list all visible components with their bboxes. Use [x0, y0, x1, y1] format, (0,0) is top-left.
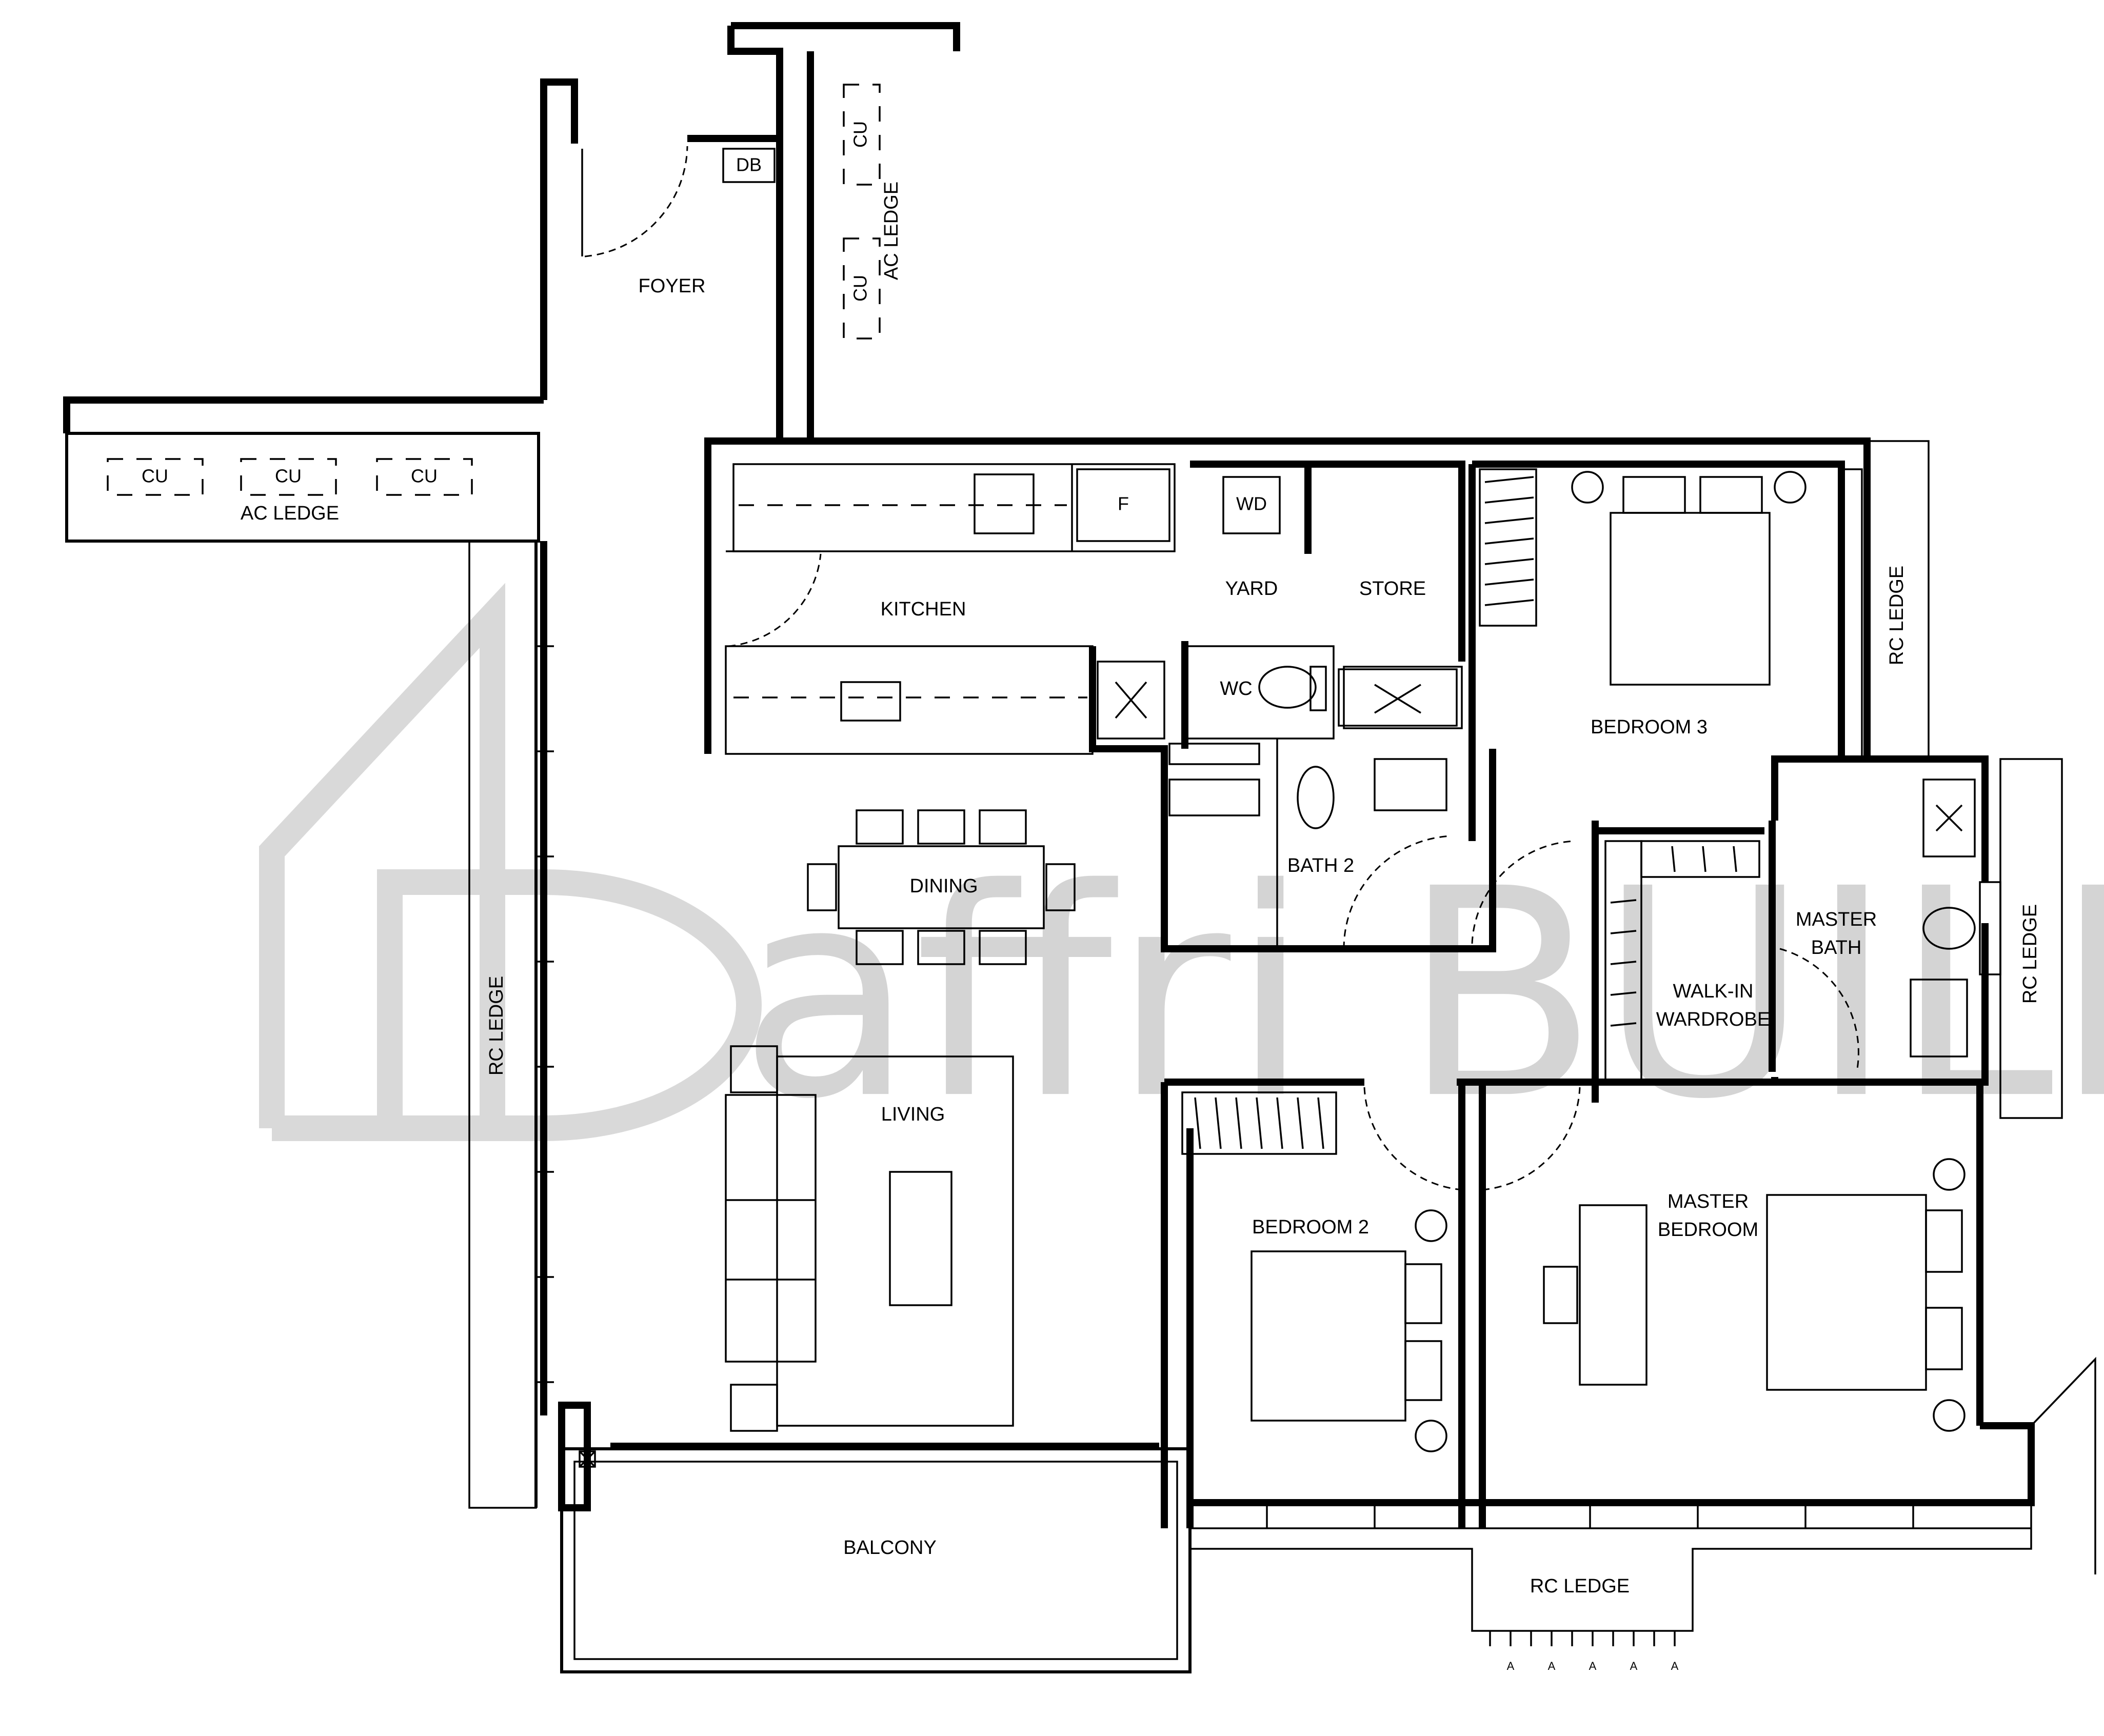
cu-label-top-1: CU: [850, 121, 871, 148]
shaft-wc-side: [1338, 668, 1458, 727]
master-bath-toilet: [1922, 907, 1976, 950]
walkin-shelves: [1604, 840, 1642, 1083]
label-rc-ledge-bottom: RC LEDGE: [1530, 1575, 1630, 1597]
label-bedroom-3: BEDROOM 3: [1591, 716, 1708, 738]
label-master-bath-2: BATH: [1811, 937, 1862, 959]
svg-text:A: A: [1507, 1660, 1515, 1672]
label-walkin-2: WARDROBE: [1656, 1009, 1770, 1030]
svg-text:A: A: [1548, 1660, 1556, 1672]
room-labels: FOYER KITCHEN YARD STORE WC BEDROOM 3 BA…: [639, 275, 1877, 1559]
db-box: [722, 148, 776, 183]
study-chair: [1543, 1266, 1578, 1324]
bedroom2-hangers: [1194, 1097, 1324, 1149]
walkin-hangers: [1610, 846, 1737, 1027]
stove: [974, 473, 1035, 534]
shaft-master-bath: [1922, 779, 1976, 857]
dining-chairs: [807, 809, 1076, 965]
sofa: [725, 1094, 817, 1363]
cu-unit-top-2: [843, 237, 881, 340]
svg-text:A: A: [1589, 1660, 1597, 1672]
label-foyer: FOYER: [639, 275, 706, 297]
label-rc-ledge-right-lower: RC LEDGE: [2019, 904, 2041, 1004]
label-master-bath-1: MASTER: [1796, 909, 1877, 930]
side-table-top: [730, 1045, 778, 1093]
cu-unit-left-1: [107, 458, 204, 496]
bedroom3-hangers: [1484, 476, 1534, 606]
dining-table: [838, 845, 1045, 929]
shaft-kitchen: [1097, 661, 1165, 740]
cu-label-left-1: CU: [142, 466, 168, 487]
master-bedroom-door-swing: [1482, 1087, 1581, 1191]
coffee-table: [889, 1171, 952, 1306]
watermark-house-icon: [259, 583, 762, 1141]
master-bath-basin: [1910, 979, 1968, 1057]
walls: [63, 22, 2096, 1673]
cu-label-left-3: CU: [411, 466, 438, 487]
side-table-bottom: [730, 1384, 778, 1432]
bedroom3-wardrobe: [1479, 468, 1537, 627]
left-window-mullions: [536, 645, 554, 1383]
kitchen-door-swing: [728, 553, 822, 647]
svg-text:A: A: [1671, 1660, 1679, 1672]
sink: [840, 681, 901, 722]
wc-toilet: [1258, 666, 1317, 709]
label-walkin-1: WALK-IN: [1673, 981, 1754, 1002]
bedroom2-door-swing: [1363, 1087, 1462, 1191]
entrance-door-swing: [584, 146, 688, 257]
cu-unit-top-1: [843, 84, 881, 186]
ledge-labels: AC LEDGE AC LEDGE RC LEDGE RC LEDGE RC L…: [241, 182, 2041, 1597]
fridge-label: F: [1118, 493, 1129, 514]
bath2-door-swing: [1343, 835, 1452, 949]
bedroom3-bed: [1610, 512, 1771, 686]
label-ac-ledge-left: AC LEDGE: [241, 503, 339, 524]
study-desk: [1579, 1204, 1648, 1386]
doors: [581, 146, 1859, 1191]
label-balcony: BALCONY: [843, 1537, 937, 1559]
db-label: DB: [736, 154, 762, 175]
master-bath-door-swing: [1779, 948, 1859, 1072]
bottom-window-mullions: [1266, 1503, 1914, 1528]
label-rc-ledge-left: RC LEDGE: [486, 976, 507, 1075]
bedroom2-wardrobe: [1181, 1091, 1337, 1155]
svg-text:A: A: [1630, 1660, 1638, 1672]
master-bed: [1766, 1194, 1927, 1391]
label-master-bedroom-2: BEDROOM: [1658, 1219, 1758, 1241]
cu-unit-left-3: [376, 458, 473, 496]
fridge: [1076, 468, 1170, 542]
cu-label-top-2: CU: [850, 275, 871, 302]
bath2-toilet: [1297, 766, 1335, 829]
label-bedroom-2: BEDROOM 2: [1252, 1216, 1369, 1238]
cu-label-left-2: CU: [275, 466, 302, 487]
label-store: STORE: [1359, 578, 1426, 600]
fixtures: DB CU CU CU CU CU F WD: [107, 84, 1976, 1672]
label-dining: DINING: [910, 875, 978, 897]
washer-dryer-label: WD: [1236, 493, 1267, 514]
label-wc: WC: [1220, 678, 1252, 700]
label-kitchen: KITCHEN: [881, 598, 966, 620]
elevation-marks: A A A A A: [1489, 1631, 1679, 1672]
label-master-bedroom-1: MASTER: [1668, 1191, 1749, 1212]
label-bath-2: BATH 2: [1287, 855, 1354, 876]
label-rc-ledge-right-upper: RC LEDGE: [1886, 566, 1908, 665]
washer-dryer: [1222, 476, 1281, 534]
label-ac-ledge-top: AC LEDGE: [881, 182, 902, 280]
cu-unit-left-2: [240, 458, 337, 496]
label-living: LIVING: [881, 1104, 945, 1125]
bedroom3-door-swing: [1471, 840, 1575, 944]
living-rug: [776, 1055, 1014, 1427]
bedroom2-bed: [1251, 1250, 1406, 1422]
label-yard: YARD: [1225, 578, 1278, 600]
